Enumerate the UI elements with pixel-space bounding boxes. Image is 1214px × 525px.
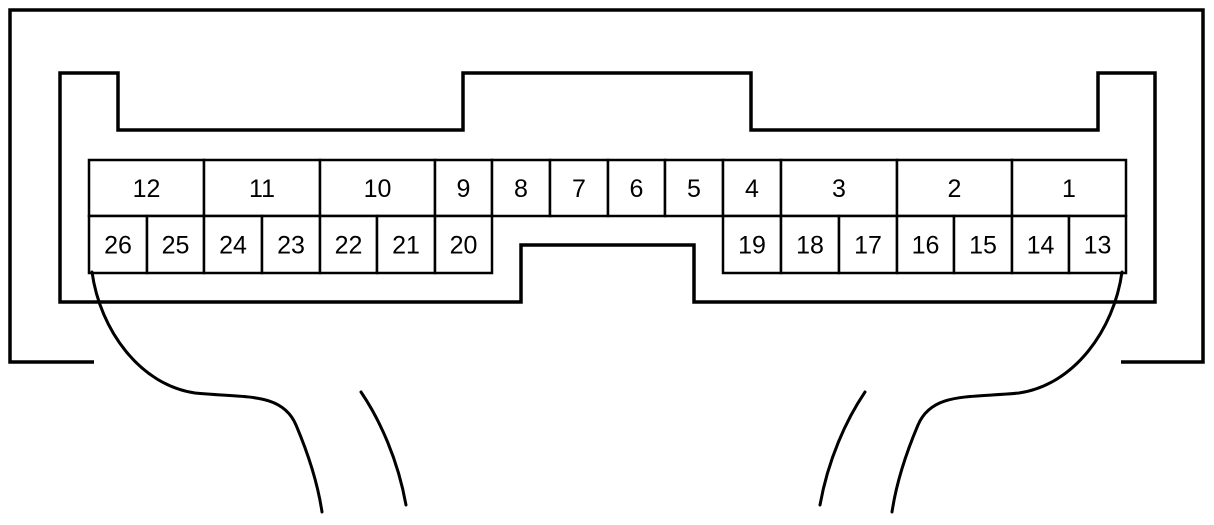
pin-cell-23: 23 [260,214,322,275]
pin-cell-23-label: 23 [277,232,305,260]
pin-cell-26-label: 26 [104,232,132,260]
pin-cell-23-box [260,214,322,275]
pin-cell-2: 2 [895,158,1014,218]
wire-right-inner [818,390,867,507]
pin-cell-6-label: 6 [630,175,644,203]
pin-cell-20-label: 20 [450,232,478,260]
pin-cell-19-label: 19 [738,232,766,260]
pin-cell-14-label: 14 [1027,232,1055,260]
pin-cell-10: 10 [318,158,437,218]
pin-cell-17-label: 17 [854,232,882,260]
pin-cell-3-label: 3 [832,175,846,203]
pin-cell-12: 12 [87,158,206,218]
wire-left-outer [90,270,324,514]
pin-cell-21: 21 [375,214,437,275]
pin-cell-5-label: 5 [687,175,701,203]
top-pin-row: 12 11 10 9 8 7 6 5 4 3 2 1 [87,158,1128,218]
pin-cell-11-label: 11 [249,175,275,203]
pin-cell-14-box [1010,214,1071,275]
pin-cell-7: 7 [548,158,610,218]
pin-cell-1-box [1010,158,1128,218]
pin-cell-16: 16 [895,214,956,275]
wire-right-outer [890,270,1124,514]
pin-cell-8-label: 8 [514,175,528,203]
pin-cell-9-label: 9 [457,175,471,203]
pin-cell-10-label: 10 [364,175,392,203]
pin-cell-14: 14 [1010,214,1071,275]
pin-cell-19: 19 [721,214,783,275]
pin-cell-22-label: 22 [335,232,363,260]
pin-cell-15-label: 15 [969,232,997,260]
pin-cell-1: 1 [1010,158,1128,218]
pin-cell-6-box [606,158,667,218]
pin-cell-9: 9 [433,158,494,218]
bottom-pin-row: 26 25 24 23 22 21 20 19 18 17 16 15 14 13 [87,214,1128,275]
pin-cell-7-box [548,158,610,218]
pin-cell-3: 3 [779,158,899,218]
pin-cell-13: 13 [1067,214,1128,275]
pin-cell-25-label: 25 [162,232,190,260]
pin-cell-21-label: 21 [392,232,420,260]
pin-cell-9-box [433,158,494,218]
pin-cell-13-label: 13 [1084,232,1112,260]
pin-cell-1-label: 1 [1062,175,1076,203]
pin-cell-8: 8 [490,158,552,218]
pin-cell-5: 5 [663,158,725,218]
pin-cell-18-box [779,214,841,275]
pin-cell-21-box [375,214,437,275]
pin-cell-6: 6 [606,158,667,218]
pin-cell-22-box [318,214,379,275]
pin-cell-5-box [663,158,725,218]
pin-cell-12-label: 12 [133,175,161,203]
connector-shell-outline [58,71,1157,304]
pin-cell-20-box [433,214,494,275]
pin-cell-25: 25 [145,214,206,275]
connector-housing-outline [8,8,1205,364]
pin-cell-11: 11 [202,158,322,218]
pin-cell-4-label: 4 [745,175,759,203]
pin-cell-10-box [318,158,437,218]
pin-cell-22: 22 [318,214,379,275]
pin-cell-16-box [895,214,956,275]
pin-cell-20: 20 [433,214,494,275]
pin-cell-26: 26 [87,214,149,275]
pin-cell-2-label: 2 [948,175,962,203]
pin-cell-24: 24 [202,214,264,275]
wire-left-inner [359,390,408,507]
pin-cell-18: 18 [779,214,841,275]
pin-cell-24-label: 24 [219,232,247,260]
pin-cell-18-label: 18 [796,232,824,260]
pin-cell-17: 17 [837,214,899,275]
pin-cell-7-label: 7 [572,175,586,203]
pin-cell-15: 15 [952,214,1014,275]
pin-cell-24-box [202,214,264,275]
pin-cell-13-box [1067,214,1128,275]
pin-cell-15-box [952,214,1014,275]
pin-cell-16-label: 16 [912,232,940,260]
pin-cell-4: 4 [721,158,783,218]
